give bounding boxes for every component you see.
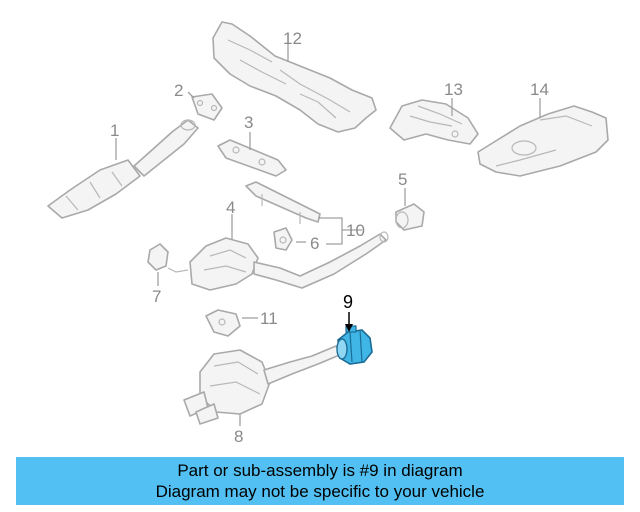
banner-line-2: Diagram may not be specific to your vehi… (155, 482, 485, 501)
part-5-clamp[interactable] (395, 203, 425, 231)
part-6-rubber-mount[interactable] (273, 227, 293, 251)
part-2-gasket[interactable] (191, 93, 223, 121)
part-8-rear-muffler[interactable] (183, 345, 343, 425)
part-12-heat-shield[interactable] (212, 21, 377, 133)
info-banner: Part or sub-assembly is #9 in diagram Di… (16, 457, 624, 505)
part-1-catalytic-converter[interactable] (47, 119, 199, 219)
callout-6[interactable]: 6 (310, 234, 319, 253)
exhaust-parts-diagram: 12 2 13 14 1 3 5 (47, 21, 609, 446)
part-13-heat-shield[interactable] (389, 99, 479, 145)
callout-10[interactable]: 10 (346, 221, 365, 240)
callout-8[interactable]: 8 (234, 427, 243, 446)
part-11-hanger-bracket[interactable] (205, 309, 241, 337)
part-14-heat-shield[interactable] (477, 105, 609, 177)
callout-11[interactable]: 11 (260, 309, 278, 328)
part-4-center-muffler[interactable] (189, 231, 389, 291)
part-9-clamp-highlighted[interactable] (336, 325, 373, 365)
callout-12[interactable]: 12 (283, 29, 302, 48)
callout-14[interactable]: 14 (530, 80, 549, 99)
callout-5[interactable]: 5 (398, 170, 407, 189)
callout-1[interactable]: 1 (110, 121, 119, 140)
banner-line-1: Part or sub-assembly is #9 in diagram (177, 461, 463, 480)
callout-3[interactable]: 3 (244, 113, 253, 132)
callout-4[interactable]: 4 (226, 198, 235, 217)
callout-7[interactable]: 7 (152, 287, 161, 306)
part-3-flange-gasket[interactable] (217, 139, 287, 177)
callout-9[interactable]: 9 (343, 292, 353, 312)
part-10-bracket[interactable] (245, 181, 321, 224)
callout-13[interactable]: 13 (444, 80, 463, 99)
callout-2[interactable]: 2 (174, 81, 183, 100)
part-7-hanger[interactable] (147, 243, 189, 273)
